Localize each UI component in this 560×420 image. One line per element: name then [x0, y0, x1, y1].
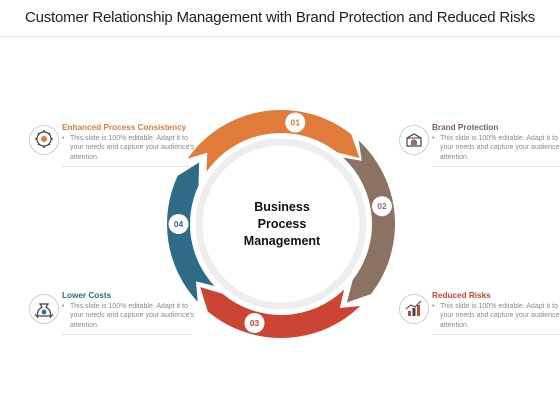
segment-04-arrow: [166, 162, 215, 302]
money-bag-icon: [34, 303, 54, 319]
callout-enhanced-heading: Enhanced Process Consistency: [62, 123, 187, 132]
inner-ring: [195, 138, 367, 310]
title-divider: [0, 36, 560, 37]
callout-reduced-risks: Reduced Risks • This slide is 100% edita…: [432, 291, 560, 336]
callout-lower-text: This slide is 100% editable. Adapt it to…: [70, 303, 195, 329]
callout-enhanced-text: This slide is 100% editable. Adapt it to…: [70, 135, 195, 161]
bullet-glyph: •: [432, 303, 435, 310]
center-label-line-3: Management: [243, 234, 321, 248]
callout-divider: [62, 334, 192, 336]
reduced-risks-icon-badge: [399, 294, 429, 324]
callout-brand-body: • This slide is 100% editable. Adapt it …: [432, 134, 560, 162]
bullet-glyph: •: [62, 303, 65, 310]
segment-03-number: 03: [250, 318, 260, 328]
bullet-glyph: •: [62, 135, 65, 142]
callout-divider: [432, 166, 560, 168]
segment-04-number: 04: [174, 219, 184, 229]
center-label-line-1: Business: [254, 200, 310, 214]
segment-02-number-badge: [371, 196, 392, 217]
callout-enhanced-process: Enhanced Process Consistency • This slid…: [62, 123, 202, 168]
center-label: Business Process Management: [222, 199, 342, 250]
segment-02-arrow: [343, 140, 395, 303]
callout-reduced-heading: Reduced Risks: [432, 291, 491, 300]
segment-01-arrow: [187, 110, 360, 172]
segment-01-number-badge: [285, 112, 306, 133]
segment-02-number: 02: [377, 201, 387, 211]
page-title: Customer Relationship Management with Br…: [24, 9, 536, 26]
risk-chart-icon: [405, 300, 422, 316]
center-label-line-2: Process: [257, 217, 307, 231]
callout-reduced-body: • This slide is 100% editable. Adapt it …: [432, 302, 560, 330]
bullet-glyph: •: [432, 135, 435, 142]
brand-protection-icon-badge: [399, 125, 429, 155]
callout-divider: [62, 166, 192, 168]
segment-01-number: 01: [291, 117, 301, 127]
callout-lower-body: • This slide is 100% editable. Adapt it …: [62, 302, 202, 330]
callout-enhanced-body: • This slide is 100% editable. Adapt it …: [62, 134, 202, 162]
callout-brand-text: This slide is 100% editable. Adapt it to…: [440, 135, 560, 161]
callout-brand-heading: Brand Protection: [432, 123, 499, 132]
shield-box-icon: [406, 133, 422, 147]
callout-lower-costs: Lower Costs • This slide is 100% editabl…: [62, 291, 202, 336]
segment-04-number-badge: [168, 214, 189, 234]
gear-bulb-icon: [35, 130, 53, 148]
callout-lower-heading: Lower Costs: [62, 291, 112, 300]
lower-costs-icon-badge: [29, 294, 59, 324]
segment-03-number-badge: [244, 313, 265, 334]
callout-brand-protection: Brand Protection • This slide is 100% ed…: [432, 123, 560, 168]
enhanced-process-icon-badge: [29, 125, 59, 155]
segment-03-arrow: [200, 287, 361, 338]
callout-reduced-text: This slide is 100% editable. Adapt it to…: [440, 303, 560, 329]
callout-divider: [432, 334, 560, 336]
